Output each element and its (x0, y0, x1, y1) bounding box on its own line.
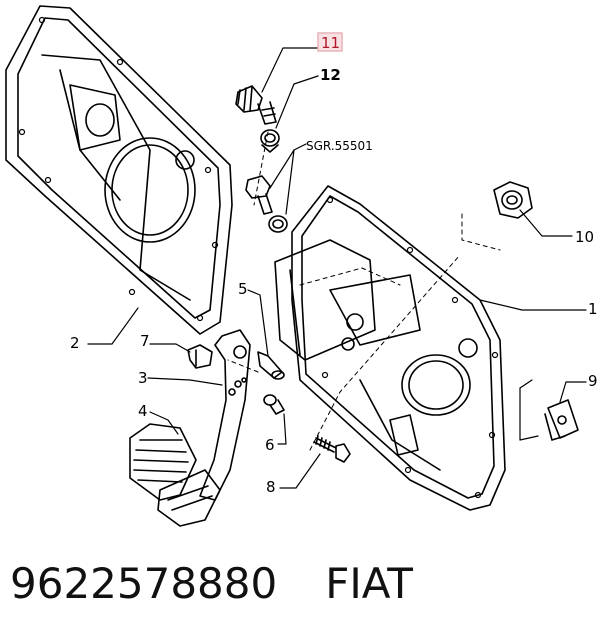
callout-1: 1 (588, 300, 598, 318)
plate-part-9 (544, 399, 579, 441)
pedal-pad-part-4 (129, 423, 221, 527)
callout-6: 6 (265, 436, 275, 454)
assembly-lines (227, 131, 501, 451)
callout-2: 2 (70, 334, 80, 352)
callout-3: 3 (138, 369, 148, 387)
clip-part-12 (260, 129, 280, 153)
callout-5: 5 (238, 280, 248, 298)
pin-part-5 (257, 351, 285, 380)
callout-10: 10 (575, 228, 594, 246)
callout-7: 7 (140, 332, 150, 350)
mounting-plate-part-2 (5, 5, 233, 335)
callout-12: 12 (320, 66, 341, 84)
brand-name: FIAT (325, 559, 413, 608)
switch-part-11 (235, 85, 277, 125)
parts-diagram: 11 12 SGR.55501 10 1 2 3 4 5 6 7 8 9 (5, 5, 598, 527)
callout-4: 4 (138, 402, 148, 420)
caption: 9622578880 FIAT (10, 548, 461, 620)
callout-11: 11 (321, 34, 340, 52)
part-11-highlight-box (317, 32, 343, 52)
clip-part-7 (187, 344, 213, 369)
sgr-items (245, 175, 288, 233)
pedal-bracket-part-1 (274, 185, 506, 511)
screw-part-8 (313, 435, 351, 463)
leader-lines (87, 47, 587, 489)
pin-part-6 (263, 394, 285, 415)
callout-9: 9 (588, 372, 598, 390)
nut-part-10 (493, 181, 533, 219)
part-number: 9622578880 (10, 559, 278, 608)
callout-8: 8 (266, 478, 276, 496)
callout-sgr: SGR.55501 (306, 139, 373, 153)
